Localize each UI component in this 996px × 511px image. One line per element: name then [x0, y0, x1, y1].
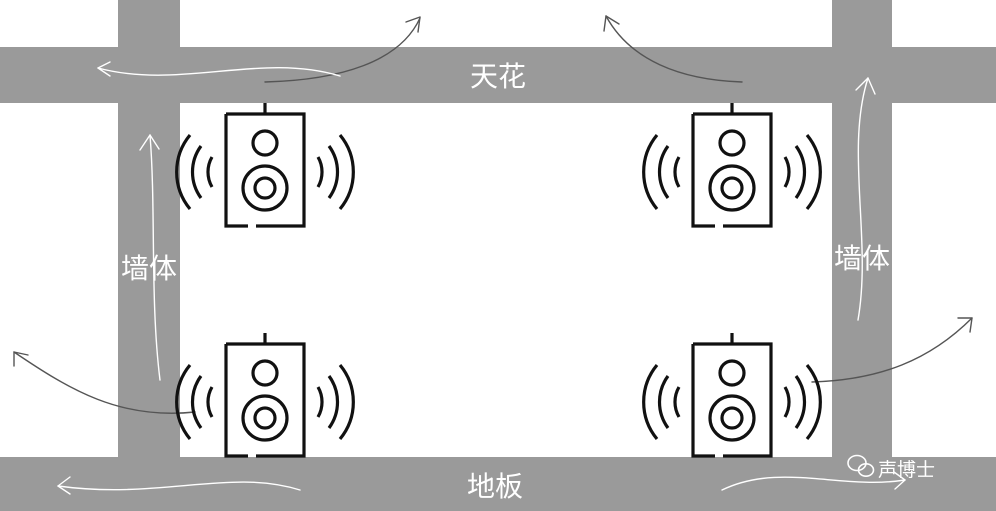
arrow-ceiling-left-out: [264, 16, 421, 83]
left-wall: [118, 0, 180, 511]
arrow-ceiling-right-out: [603, 15, 743, 83]
arrow-right-wall-up: [855, 77, 876, 321]
floor-label: 地板: [467, 470, 523, 503]
watermark-text: 声博士: [878, 459, 935, 481]
arrow-left-wall-up: [139, 134, 161, 381]
sound-paths: [13, 15, 973, 495]
right-wall-label: 墙体: [834, 242, 890, 275]
arrow-ceiling-left: [97, 61, 341, 77]
ceiling-label: 天花: [470, 60, 526, 93]
arrow-right-out: [811, 317, 973, 383]
left-wall-label: 墙体: [121, 252, 177, 285]
arrow-left-out: [13, 351, 196, 414]
watermark: 声博士: [847, 454, 935, 481]
wechat-icon: [847, 454, 875, 477]
arrow-floor-left: [57, 476, 301, 495]
arrow-floor-right: [721, 471, 906, 491]
